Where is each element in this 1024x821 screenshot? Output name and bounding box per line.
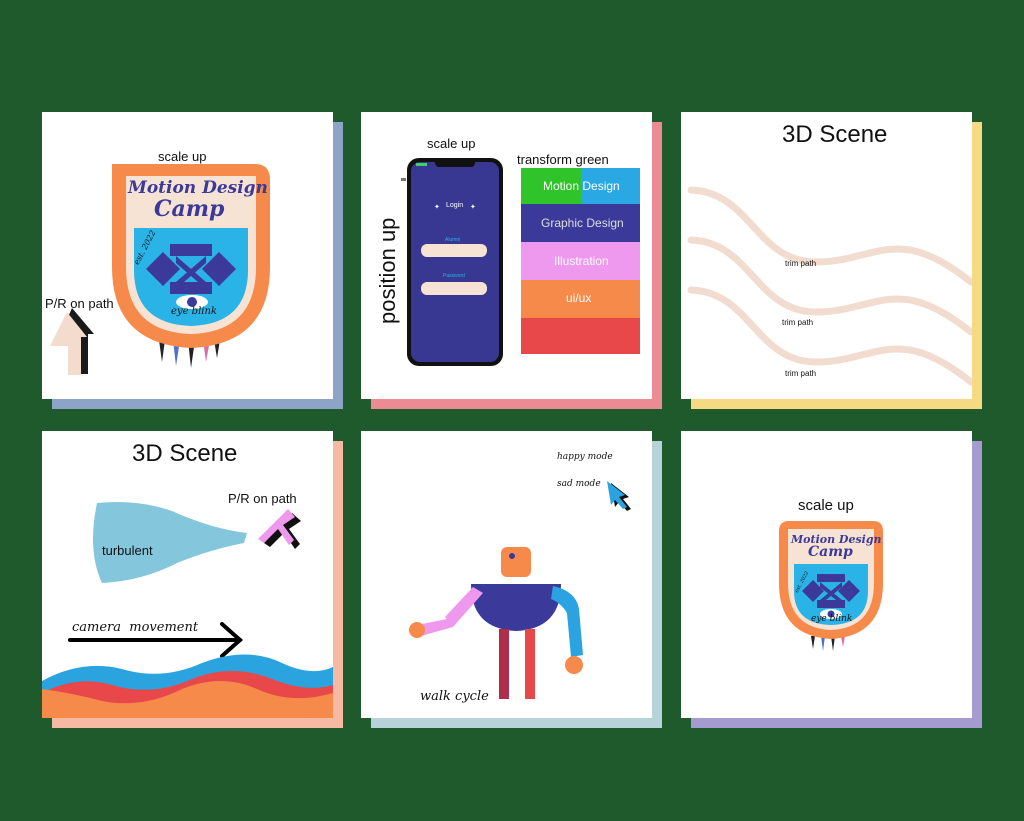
camera-movement-label: camera movement [72, 620, 199, 635]
trim-path-label-3: trim path [785, 369, 817, 378]
panel-card[interactable]: 3D Scene P/R on path turbulent camera mo… [42, 431, 333, 718]
eye-icon [820, 609, 842, 619]
camera-scene-illustration [42, 502, 333, 718]
path-label: P/R on path [45, 296, 114, 311]
panel-card[interactable]: scale up Motion Design Camp est. 2022 ey… [681, 431, 972, 718]
trim-path-label-2: trim path [782, 318, 814, 327]
trim-path-label-1: trim path [785, 259, 817, 268]
sad-mode-label[interactable]: sad mode [557, 479, 601, 489]
svg-text:✦: ✦ [470, 203, 476, 211]
svg-text:✦: ✦ [434, 203, 440, 211]
eye-blink-label: eye blink [811, 614, 853, 624]
menu-item-motion[interactable]: Motion Design [543, 179, 620, 193]
field-1-label: Alumni [445, 237, 461, 243]
badge-title-line1: Motion Design [791, 533, 882, 546]
path-arrow-icon [258, 509, 301, 549]
eye-blink-label: eye blink [171, 306, 217, 317]
phone-illustration: ✦ ✦ [401, 158, 640, 366]
turbulent-label: turbulent [102, 543, 153, 558]
panel-card[interactable]: 3D Scene trim path trim path trim path [681, 112, 972, 399]
position-up-label: position up [375, 217, 400, 324]
eye-icon [176, 295, 208, 309]
walk-cycle-label: walk cycle [420, 689, 489, 704]
menu-item-graphic[interactable]: Graphic Design [541, 216, 624, 230]
menu-item-uiux[interactable]: ui/ux [566, 291, 592, 305]
happy-mode-label[interactable]: happy mode [557, 452, 613, 462]
login-label[interactable]: Login [446, 202, 464, 209]
panel-card[interactable]: happy mode sad mode walk cycle [361, 431, 652, 718]
scale-up-label: scale up [798, 497, 854, 514]
badge-title-line2: Camp [154, 196, 225, 222]
badge-small-illustration [779, 521, 883, 651]
transform-green-label: transform green [517, 152, 609, 167]
scale-up-label: scale up [427, 136, 476, 151]
panel-card[interactable]: ✦ ✦ scale up position up transform green… [361, 112, 652, 399]
trim-path-waves [687, 186, 972, 386]
scene-title: 3D Scene [782, 121, 888, 148]
pencils-icon [811, 636, 845, 651]
panel-card[interactable]: scale up Motion Design Camp est. 2022 ey… [42, 112, 333, 399]
path-label: P/R on path [228, 491, 297, 506]
badge-title-line1: Motion Design [128, 178, 268, 198]
logo-mark-icon [802, 574, 860, 608]
path-arrow-icon [50, 308, 94, 375]
camera-arrow-icon [68, 622, 244, 658]
logo-mark-icon [146, 244, 236, 294]
character-illustration [409, 481, 631, 699]
badge-title-line2: Camp [808, 544, 853, 560]
menu-item-illustration[interactable]: Illustration [554, 254, 609, 268]
cursor-icon [607, 481, 631, 511]
scale-up-label: scale up [158, 149, 207, 164]
scene-title: 3D Scene [132, 440, 238, 467]
badge-illustration [50, 164, 270, 375]
field-2-label: Password [443, 273, 465, 279]
